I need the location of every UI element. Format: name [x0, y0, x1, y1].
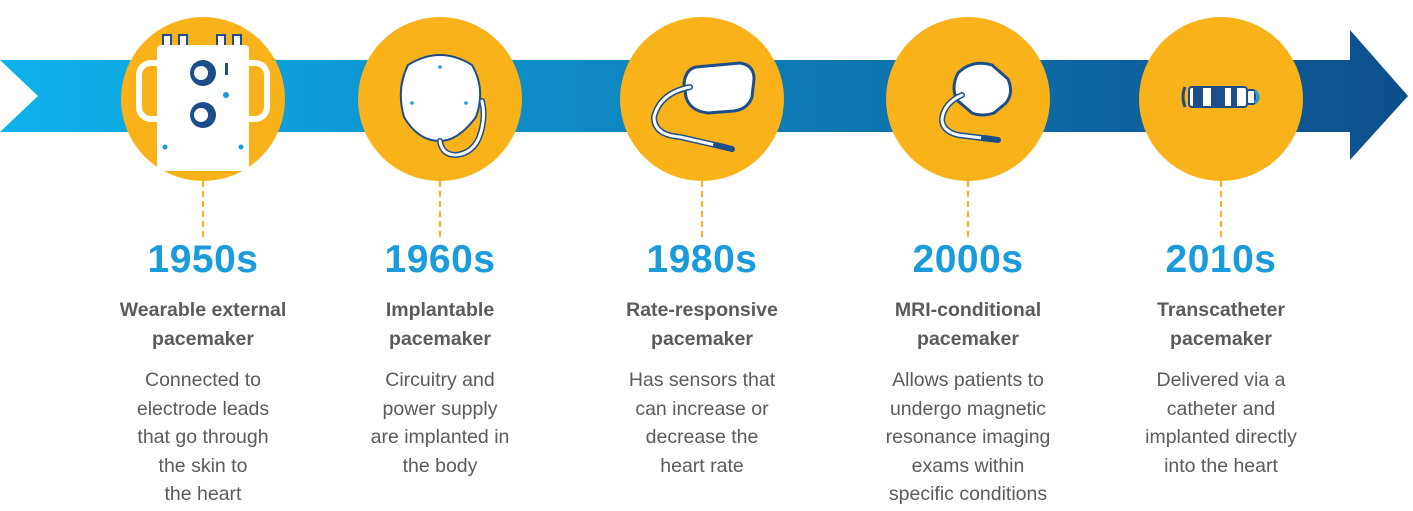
- implantable-pacemaker-icon: [399, 54, 487, 159]
- milestone-description: Circuitry and power supply are implanted…: [320, 366, 560, 480]
- desc-line: Allows patients to: [892, 369, 1044, 391]
- transcatheter-pacemaker-icon: [1181, 86, 1260, 108]
- desc-line: undergo magnetic: [889, 397, 1047, 420]
- milestone-2010s: 2010s Transcatheter pacemaker Delivered …: [1101, 0, 1341, 511]
- dashed-connector: [439, 181, 441, 237]
- title-line: pacemaker: [152, 328, 254, 350]
- title-line: pacemaker: [1170, 328, 1272, 350]
- desc-line: Circuitry and: [385, 369, 495, 391]
- desc-line: power supply: [382, 397, 498, 420]
- milestone-description: Allows patients to undergo magnetic reso…: [848, 366, 1088, 509]
- mri-conditional-pacemaker-icon: [938, 61, 1013, 143]
- milestone-description: Has sensors that can increase or decreas…: [582, 366, 822, 480]
- desc-line: the skin to: [158, 454, 248, 477]
- milestone-title: Transcatheter pacemaker: [1101, 296, 1341, 354]
- milestone-1950s: 1950s Wearable external pacemaker Connec…: [83, 0, 323, 511]
- desc-line: heart rate: [660, 454, 744, 477]
- milestone-description: Delivered via a catheter and implanted d…: [1101, 366, 1341, 480]
- device-circle: [358, 17, 522, 181]
- desc-line: are implanted in: [370, 426, 510, 448]
- device-circle: [121, 17, 285, 181]
- title-line: pacemaker: [917, 328, 1019, 350]
- year-label: 1980s: [646, 238, 758, 281]
- desc-line: electrode leads: [136, 397, 270, 420]
- dashed-connector: [967, 181, 969, 237]
- desc-line: specific conditions: [888, 483, 1048, 505]
- year-label: 2000s: [912, 238, 1024, 281]
- milestone-2000s: 2000s MRI-conditional pacemaker Allows p…: [848, 0, 1088, 511]
- desc-line: the body: [402, 454, 478, 477]
- title-line: MRI-conditional: [894, 299, 1042, 321]
- title-line: Implantable: [385, 299, 495, 321]
- desc-line: Has sensors that: [628, 369, 776, 391]
- milestone-title: Implantable pacemaker: [320, 296, 560, 354]
- desc-line: Delivered via a: [1156, 369, 1286, 391]
- desc-line: that go through: [137, 426, 269, 448]
- desc-line: Connected to: [144, 369, 261, 391]
- desc-line: the heart: [164, 483, 242, 505]
- device-circle: [886, 17, 1050, 181]
- desc-line: exams within: [911, 454, 1025, 477]
- desc-line: into the heart: [1164, 454, 1278, 477]
- desc-line: decrease the: [645, 426, 759, 448]
- wearable-external-pacemaker-icon: [136, 34, 270, 171]
- title-line: pacemaker: [389, 328, 491, 350]
- milestone-title: Wearable external pacemaker: [83, 296, 323, 354]
- title-line: Transcatheter: [1157, 299, 1285, 321]
- year-label: 1950s: [147, 238, 259, 281]
- milestone-title: Rate-responsive pacemaker: [582, 296, 822, 354]
- rate-responsive-pacemaker-icon: [650, 61, 756, 152]
- title-line: pacemaker: [651, 328, 753, 350]
- year-label: 2010s: [1165, 238, 1277, 281]
- desc-line: can increase or: [635, 397, 769, 420]
- device-circle: [1139, 17, 1303, 181]
- milestone-1960s: 1960s Implantable pacemaker Circuitry an…: [320, 0, 560, 511]
- desc-line: resonance imaging: [885, 426, 1051, 448]
- milestone-title: MRI-conditional pacemaker: [848, 296, 1088, 354]
- dashed-connector: [202, 181, 204, 237]
- year-label: 1960s: [384, 238, 496, 281]
- title-line: Wearable external: [119, 299, 287, 321]
- dashed-connector: [1220, 181, 1222, 237]
- dashed-connector: [701, 181, 703, 237]
- title-line: Rate-responsive: [626, 299, 778, 321]
- milestone-1980s: 1980s Rate-responsive pacemaker Has sens…: [582, 0, 822, 511]
- milestone-description: Connected to electrode leads that go thr…: [83, 366, 323, 509]
- desc-line: implanted directly: [1145, 426, 1297, 448]
- desc-line: catheter and: [1166, 397, 1276, 420]
- device-circle: [620, 17, 784, 181]
